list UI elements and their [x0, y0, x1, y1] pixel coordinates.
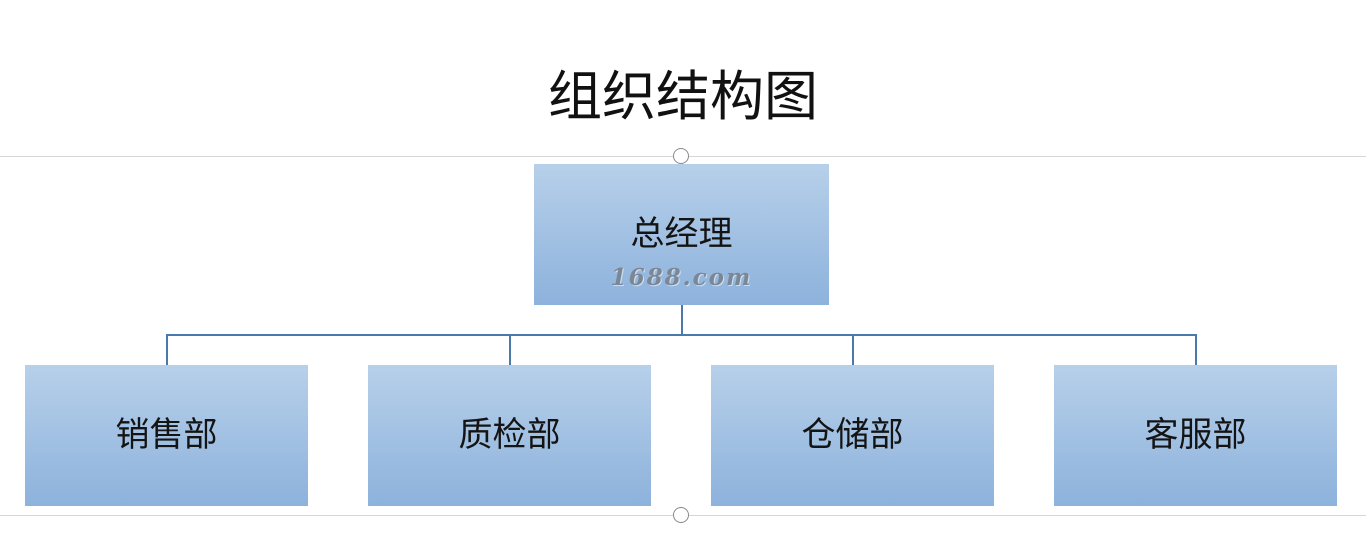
resize-handle-top[interactable] — [673, 148, 689, 164]
connector-horizontal-bus — [166, 334, 1197, 336]
connector-drop-2 — [509, 335, 511, 365]
org-node-child-label: 质检部 — [458, 415, 561, 455]
slide-title[interactable]: 组织结构图 — [548, 65, 818, 128]
connector-drop-3 — [852, 335, 854, 365]
connector-drop-4 — [1195, 335, 1197, 365]
connector-drop-1 — [166, 335, 168, 365]
org-node-child[interactable]: 销售部 — [25, 365, 308, 506]
org-node-child-label: 销售部 — [115, 415, 218, 455]
org-node-child[interactable]: 仓储部 — [711, 365, 994, 506]
connector-root-down — [681, 305, 683, 336]
watermark-text: 1688.com — [610, 264, 753, 291]
org-node-root[interactable]: 总经理 1688.com — [534, 164, 829, 305]
org-node-child-label: 仓储部 — [801, 415, 904, 455]
org-node-child-label: 客服部 — [1144, 415, 1247, 455]
org-node-child[interactable]: 客服部 — [1054, 365, 1337, 506]
resize-handle-bottom[interactable] — [673, 507, 689, 523]
org-node-root-label: 总经理 — [630, 214, 733, 254]
org-node-child[interactable]: 质检部 — [368, 365, 651, 506]
